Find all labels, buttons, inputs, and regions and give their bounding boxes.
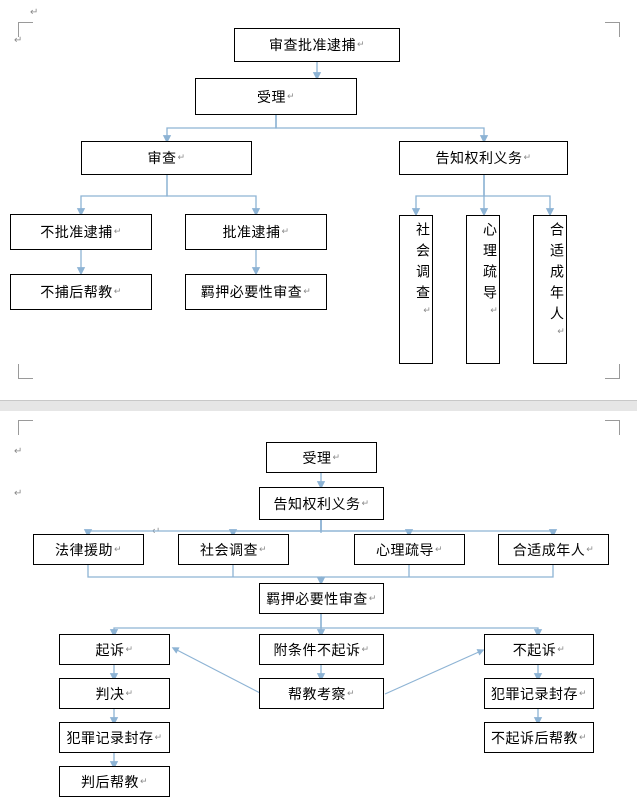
node-label: 合适成年人 (548, 222, 564, 327)
flow-node-review[interactable]: 审查↵ (81, 141, 252, 175)
node-label: 社会调查 (414, 222, 430, 306)
flow-node-appropriate-adult-vertical[interactable]: 合适成年人↵ (533, 215, 567, 364)
node-label: 判后帮教 (80, 774, 139, 791)
flow-node-appropriate-adult[interactable]: 合适成年人↵ (498, 534, 609, 565)
flow-node-detention-necessity-review[interactable]: 羁押必要性审查↵ (185, 274, 327, 310)
flow-node-post-judgment-assistance[interactable]: 判后帮教↵ (59, 766, 170, 797)
paragraph-mark: ↵ (281, 227, 290, 237)
flow-node-post-non-prosecution-assistance[interactable]: 不起诉后帮教↵ (484, 722, 594, 753)
flow-node-assistance-inspection[interactable]: 帮教考察↵ (259, 678, 384, 709)
paragraph-mark: ↵ (152, 526, 161, 537)
node-label: 不起诉后帮教 (490, 730, 578, 747)
paragraph-mark: ↵ (368, 593, 377, 604)
node-label: 合适成年人 (512, 542, 586, 559)
node-label: 不起诉 (512, 642, 557, 659)
node-label: 审查批准逮捕 (268, 38, 356, 54)
page-margin-mark-top-left (18, 420, 33, 435)
flow-node-judgment[interactable]: 判决↵ (59, 678, 170, 709)
paragraph-mark: ↵ (154, 732, 163, 743)
node-label: 告知权利义务 (435, 151, 523, 167)
node-label: 心理疏导 (375, 542, 434, 559)
paragraph-mark: ↵ (434, 544, 444, 555)
paragraph-mark: ↵ (489, 306, 499, 323)
flow-node-detention-necessity-review-p2[interactable]: 羁押必要性审查↵ (259, 583, 384, 614)
paragraph-mark: ↵ (286, 91, 296, 102)
paragraph-mark: ↵ (332, 452, 341, 463)
flow-node-psychological-counseling[interactable]: 心理疏导↵ (354, 534, 465, 565)
flow-node-criminal-record-sealing-left[interactable]: 犯罪记录封存↵ (59, 722, 170, 753)
paragraph-mark: ↵ (556, 327, 566, 344)
node-label: 不批准逮捕 (40, 225, 113, 241)
node-label: 羁押必要性审查 (266, 591, 368, 608)
node-label: 社会调查 (199, 542, 258, 559)
document-page-1: ↵ ↵ 审查批准逮捕↵ 受理↵ 审查↵ 告知权利义务↵ (0, 0, 637, 400)
paragraph-mark: ↵ (113, 227, 122, 237)
paragraph-mark: ↵ (14, 488, 23, 499)
paragraph-mark: ↵ (113, 287, 122, 297)
paragraph-mark: ↵ (303, 287, 312, 297)
paragraph-mark: ↵ (113, 544, 123, 555)
node-label: 法律援助 (54, 542, 113, 559)
paragraph-mark: ↵ (139, 776, 149, 787)
node-label: 犯罪记录封存 (490, 686, 578, 703)
paragraph-mark: ↵ (125, 644, 134, 655)
paragraph-mark: ↵ (258, 544, 268, 555)
paragraph-mark: ↵ (356, 40, 366, 50)
node-label: 犯罪记录封存 (66, 730, 154, 747)
paragraph-mark: ↵ (586, 544, 595, 555)
node-label: 审查 (147, 151, 177, 167)
node-label: 受理 (256, 89, 286, 106)
page-margin-mark-bottom-right (605, 364, 620, 379)
flow-node-inform-rights-duties[interactable]: 告知权利义务↵ (399, 141, 568, 175)
flow-node-acceptance-p2[interactable]: 受理↵ (266, 442, 377, 473)
flow-node-conditional-non-prosecution[interactable]: 附条件不起诉↵ (259, 634, 384, 665)
paragraph-mark: ↵ (30, 7, 39, 18)
paragraph-mark: ↵ (177, 153, 186, 163)
flow-node-approve-arrest[interactable]: 批准逮捕↵ (185, 214, 327, 250)
page-margin-mark-bottom-left (18, 364, 33, 379)
paragraph-mark: ↵ (578, 732, 588, 743)
paragraph-mark: ↵ (361, 644, 370, 655)
flow-node-criminal-record-sealing-right[interactable]: 犯罪记录封存↵ (484, 678, 594, 709)
node-label: 判决 (95, 686, 125, 703)
paragraph-mark: ↵ (523, 153, 532, 163)
page-margin-mark-top-right (605, 22, 620, 37)
flow-node-inform-rights-duties-p2[interactable]: 告知权利义务↵ (259, 487, 384, 520)
flow-node-non-prosecution[interactable]: 不起诉↵ (484, 634, 594, 665)
paragraph-mark: ↵ (361, 498, 370, 509)
page-margin-mark-top-right (605, 420, 620, 435)
node-label: 告知权利义务 (273, 496, 361, 513)
flow-node-social-investigation-vertical[interactable]: 社会调查↵ (399, 215, 433, 364)
node-label: 起诉 (95, 642, 125, 659)
node-label: 羁押必要性审查 (200, 285, 303, 301)
paragraph-mark: ↵ (422, 306, 432, 323)
node-label: 受理 (302, 450, 332, 467)
flow-node-legal-aid[interactable]: 法律援助↵ (33, 534, 144, 565)
paragraph-mark: ↵ (578, 688, 588, 699)
node-label: 不捕后帮教 (40, 285, 113, 301)
node-label: 附条件不起诉 (273, 642, 361, 659)
flow-node-post-nonarrest-assistance[interactable]: 不捕后帮教↵ (10, 274, 152, 310)
paragraph-mark: ↵ (14, 446, 23, 457)
node-label: 帮教考察 (287, 686, 346, 703)
document-page-2: ↵ ↵ ↵ (0, 411, 637, 805)
node-label: 心理疏导 (481, 222, 497, 306)
flow-node-acceptance[interactable]: 受理↵ (195, 78, 357, 115)
flow-node-psychological-counseling-vertical[interactable]: 心理疏导↵ (466, 215, 500, 364)
paragraph-mark: ↵ (125, 688, 134, 699)
flow-node-prosecution[interactable]: 起诉↵ (59, 634, 170, 665)
paragraph-mark: ↵ (14, 35, 23, 46)
page-margin-mark-top-left (18, 22, 33, 37)
node-label: 批准逮捕 (222, 225, 281, 241)
paragraph-mark: ↵ (557, 644, 566, 655)
flow-node-social-investigation[interactable]: 社会调查↵ (178, 534, 289, 565)
paragraph-mark: ↵ (346, 688, 356, 699)
flow-node-examine-approve-arrest[interactable]: 审查批准逮捕↵ (234, 28, 400, 62)
flow-node-not-approve-arrest[interactable]: 不批准逮捕↵ (10, 214, 152, 250)
